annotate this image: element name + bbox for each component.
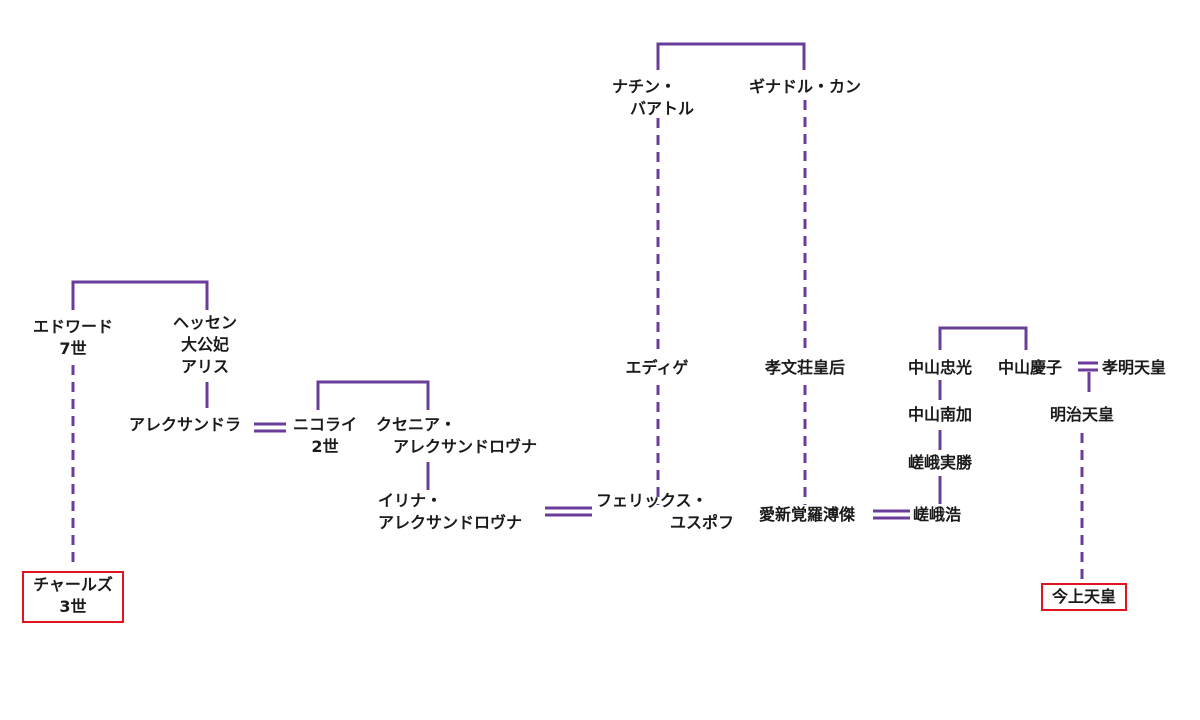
name-line: 大公妃 xyxy=(180,335,230,354)
name-line: アリス xyxy=(180,357,230,376)
highlight-box-charles xyxy=(22,571,124,623)
person-nicholas-ii: ニコライ 2世 xyxy=(293,414,357,458)
name-line: イリナ・ xyxy=(378,491,443,510)
person-xenia: クセニア・アレクサンドロヴナ xyxy=(376,414,537,458)
person-nachin-bator: ナチン・バアトル xyxy=(612,76,694,120)
name-line: 3世 xyxy=(59,597,87,616)
marriage-pujie-hiro xyxy=(873,509,910,520)
name-line: アレクサンドロヴナ xyxy=(378,513,523,532)
person-edward-vii: エドワード 7世 xyxy=(33,316,113,360)
person-ginadal-khan: ギナドル・カン xyxy=(748,77,862,96)
person-nanka: 中山南加 xyxy=(907,405,973,424)
name-line: 7世 xyxy=(59,339,87,358)
person-edige: エディゲ xyxy=(625,358,689,377)
person-xiaowen: 孝文荘皇后 xyxy=(764,358,846,377)
person-charles-iii: チャールズ 3世 xyxy=(33,574,113,618)
name-line: アレクサンドロヴナ xyxy=(393,437,538,456)
name-line: フェリックス・ xyxy=(596,491,708,510)
marriage-alexandra-nicholas xyxy=(254,422,286,433)
marriage-irina-felix xyxy=(545,506,592,517)
name-line: バアトル xyxy=(630,99,695,118)
person-yoshiko: 中山慶子 xyxy=(997,358,1063,377)
person-irina: イリナ・アレクサンドロヴナ xyxy=(378,490,522,534)
marriage-yoshiko-komei xyxy=(1078,361,1098,372)
person-sanekatsu: 嵯峨実勝 xyxy=(907,453,973,472)
name-line: 2世 xyxy=(311,437,339,456)
name-line: チャールズ xyxy=(33,575,113,594)
parents-bracket-nachin-ginadal xyxy=(656,42,806,70)
name-line: ヘッセン xyxy=(172,313,238,332)
name-line: ニコライ xyxy=(292,415,358,434)
parents-bracket-nakayama xyxy=(938,326,1028,350)
parents-bracket-nicholas-xenia xyxy=(316,380,430,410)
name-line: エドワード xyxy=(32,317,114,336)
highlight-box-emperor xyxy=(1041,583,1127,611)
person-alice: ヘッセン大公妃アリス xyxy=(173,312,237,378)
person-alexandra: アレクサンドラ xyxy=(128,415,242,434)
person-current-emperor: 今上天皇 xyxy=(1051,587,1117,606)
person-tadamitsu: 中山忠光 xyxy=(907,358,973,377)
name-line: ナチン・ xyxy=(612,77,677,96)
person-pujie: 愛新覚羅溥傑 xyxy=(759,505,856,524)
person-komei: 孝明天皇 xyxy=(1102,358,1167,377)
name-line: ユスポフ xyxy=(670,513,735,532)
name-line: クセニア・ xyxy=(376,415,457,434)
person-hiro: 嵯峨浩 xyxy=(913,505,962,524)
person-meiji: 明治天皇 xyxy=(1049,405,1115,424)
person-felix: フェリックス・ユスポフ xyxy=(596,490,734,534)
parents-bracket-edward-alice xyxy=(71,280,209,310)
